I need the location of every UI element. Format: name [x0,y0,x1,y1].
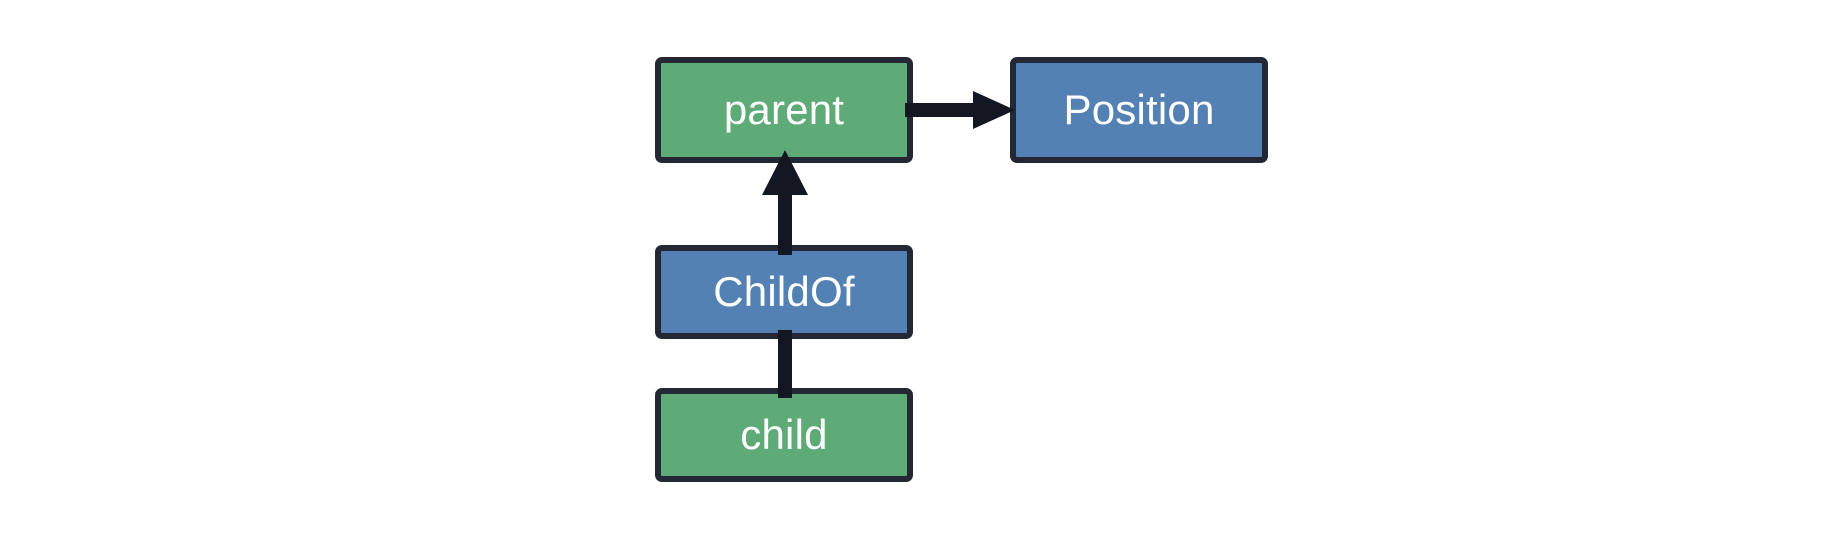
node-parent[interactable]: parent [655,57,913,163]
node-childof[interactable]: ChildOf [655,245,913,339]
edge-parent-to-position [905,91,1015,129]
arrowhead-up-icon [762,150,808,195]
edge-child-to-childof [778,330,792,398]
node-parent-label: parent [723,86,845,133]
node-position-label: Position [1063,86,1215,133]
node-position[interactable]: Position [1010,57,1268,163]
node-child-label: child [740,411,828,458]
edge-childof-to-parent [762,150,808,255]
node-childof-label: ChildOf [713,268,855,315]
node-child[interactable]: child [655,388,913,482]
arrowhead-right-icon [973,91,1015,129]
